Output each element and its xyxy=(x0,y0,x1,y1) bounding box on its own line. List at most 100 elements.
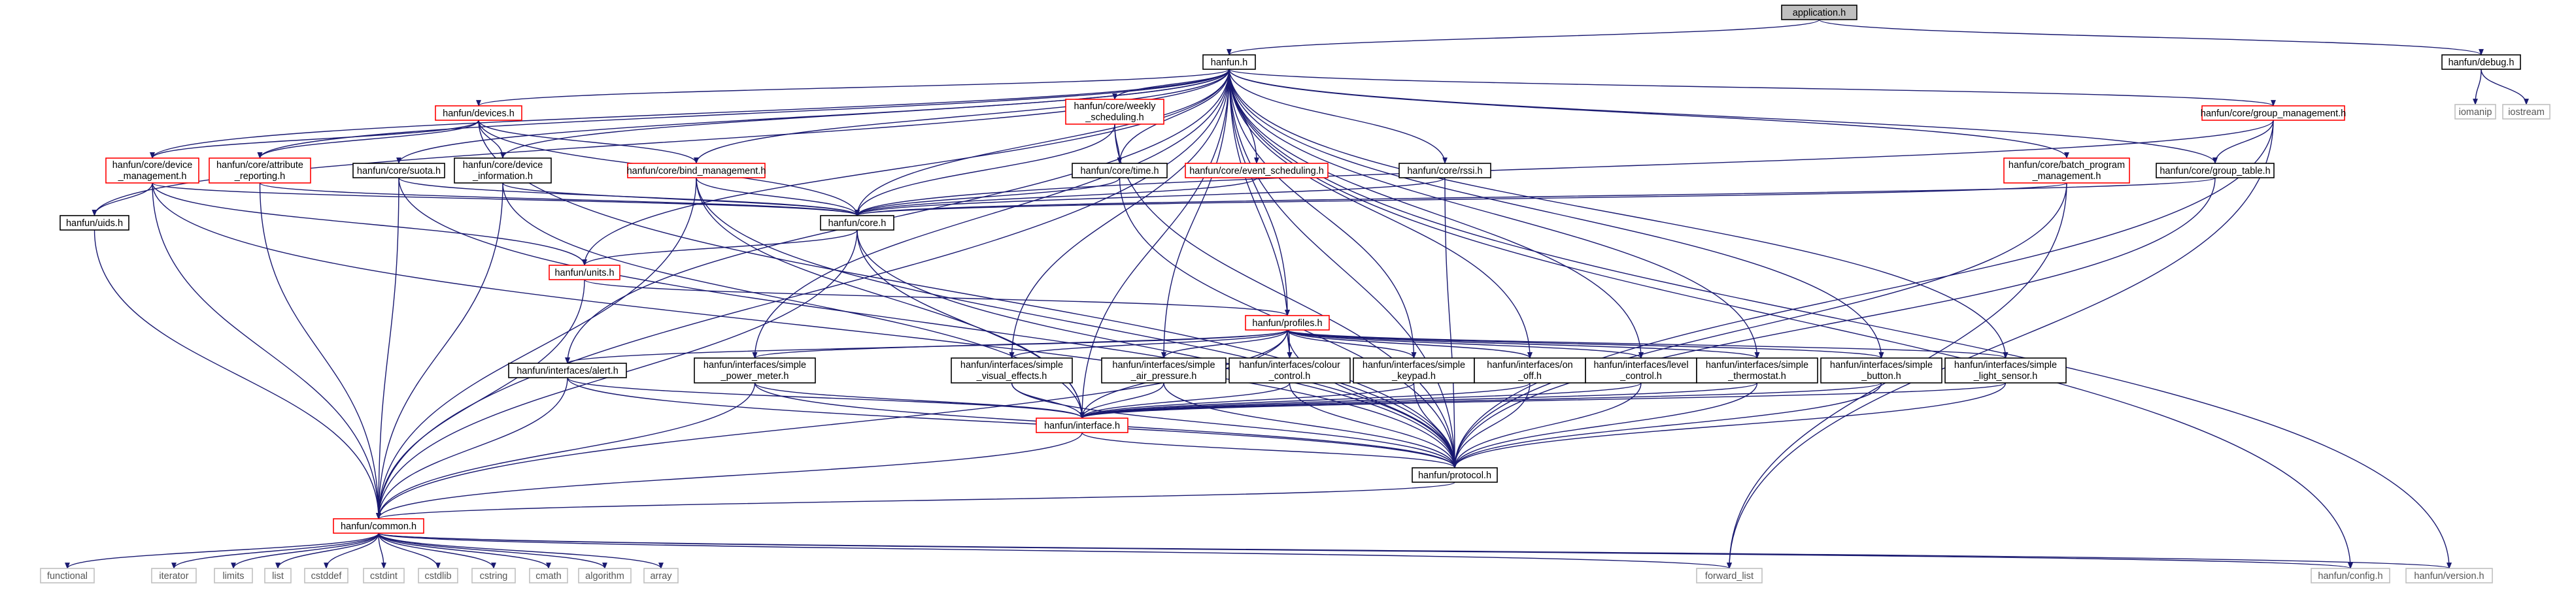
edge-application-to-debug xyxy=(1818,19,2484,56)
edge-hanfun-to-interface xyxy=(1079,69,1230,419)
node-label-group_table: hanfun/core/group_table.h xyxy=(2160,166,2270,176)
node-interface[interactable]: hanfun/interface.h xyxy=(1036,418,1128,433)
edge-group_table-to-core xyxy=(855,177,2216,216)
edge-devices-to-attr_rep xyxy=(257,120,479,159)
node-group_table[interactable]: hanfun/core/group_table.h xyxy=(2156,163,2275,178)
edge-common-to-cmath xyxy=(378,533,551,569)
node-label-device_mgmt: _management.h xyxy=(118,171,187,182)
node-uids[interactable]: hanfun/uids.h xyxy=(59,215,129,231)
node-label-keypad: _keypad.h xyxy=(1391,371,1436,382)
node-air[interactable]: hanfun/interfaces/simple_air_pressure.h xyxy=(1101,357,1227,384)
node-cstddef: cstddef xyxy=(304,568,348,583)
edge-alert-to-interface xyxy=(567,377,1085,419)
edge-time-to-core xyxy=(855,177,1121,216)
edge-light-to-protocol xyxy=(1452,382,2007,468)
node-light[interactable]: hanfun/interfaces/simple_light_sensor.h xyxy=(1944,357,2067,384)
node-common[interactable]: hanfun/common.h xyxy=(333,518,424,534)
node-units[interactable]: hanfun/units.h xyxy=(549,265,620,280)
node-group_mgmt[interactable]: hanfun/core/group_management.h xyxy=(2201,105,2347,121)
node-label-algorithm: algorithm xyxy=(585,571,624,582)
node-bind_mgmt[interactable]: hanfun/core/bind_management.h xyxy=(627,163,766,178)
node-label-device_info: hanfun/core/device xyxy=(463,160,543,171)
node-iterator: iterator xyxy=(151,568,197,583)
edge-colour-to-interface xyxy=(1079,382,1291,419)
node-label-units: hanfun/units.h xyxy=(554,268,614,278)
edge-hanfun-to-version xyxy=(1229,69,2452,569)
edge-profiles-to-visual xyxy=(1009,329,1288,359)
node-debug[interactable]: hanfun/debug.h xyxy=(2441,54,2521,70)
node-level[interactable]: hanfun/interfaces/level_control.h xyxy=(1585,357,1697,384)
node-rssi[interactable]: hanfun/core/rssi.h xyxy=(1398,163,1491,178)
edge-profiles-to-keypad xyxy=(1287,329,1417,359)
node-device_mgmt[interactable]: hanfun/core/device_management.h xyxy=(105,157,199,184)
edge-air-to-interface xyxy=(1079,382,1164,419)
node-hanfun[interactable]: hanfun.h xyxy=(1202,54,1256,70)
node-profiles[interactable]: hanfun/profiles.h xyxy=(1245,315,1330,331)
edge-common-to-cstdint xyxy=(378,533,386,569)
node-label-device_mgmt: hanfun/core/device xyxy=(112,160,193,171)
node-label-common: hanfun/common.h xyxy=(341,521,416,532)
node-label-visual: hanfun/interfaces/simple xyxy=(960,360,1063,370)
node-config: hanfun/config.h xyxy=(2311,568,2390,583)
edge-device_info-to-common xyxy=(376,182,503,519)
edge-hanfun-to-light xyxy=(1229,69,2008,359)
edge-bind_mgmt-to-core xyxy=(696,177,860,216)
edge-power_meter-to-interface xyxy=(754,382,1085,419)
edge-group_mgmt-to-core xyxy=(855,120,2274,216)
edge-suota-to-common xyxy=(376,177,399,519)
node-button[interactable]: hanfun/interfaces/simple_button.h xyxy=(1820,357,1942,384)
node-core[interactable]: hanfun/core.h xyxy=(820,215,894,231)
edge-visual-to-protocol xyxy=(1011,382,1457,468)
node-batch[interactable]: hanfun/core/batch_program_management.h xyxy=(2003,157,2130,184)
node-label-array: array xyxy=(650,571,672,582)
edge-profiles-to-air xyxy=(1161,329,1288,359)
edge-bind_mgmt-to-common xyxy=(376,177,697,519)
edge-device_mgmt-to-protocol xyxy=(152,182,1457,468)
edge-thermostat-to-protocol xyxy=(1452,382,1758,468)
node-devices[interactable]: hanfun/devices.h xyxy=(435,105,522,121)
node-label-visual: _visual_effects.h xyxy=(976,371,1047,382)
edge-debug-to-iostream xyxy=(2481,69,2529,105)
node-suota[interactable]: hanfun/core/suota.h xyxy=(352,163,445,178)
node-weekly1[interactable]: hanfun/core/weekly_scheduling.h xyxy=(1065,99,1164,125)
node-algorithm: algorithm xyxy=(578,568,632,583)
node-attr_rep[interactable]: hanfun/core/attribute_reporting.h xyxy=(209,157,311,184)
node-label-debug: hanfun/debug.h xyxy=(2449,57,2515,68)
edge-onoff-to-interface xyxy=(1079,382,1531,419)
node-visual[interactable]: hanfun/interfaces/simple_visual_effects.… xyxy=(951,357,1073,384)
node-label-onoff: hanfun/interfaces/on xyxy=(1487,360,1572,370)
edge-hanfun-to-colour xyxy=(1229,69,1293,359)
node-label-level: hanfun/interfaces/level xyxy=(1593,360,1688,370)
edge-device_mgmt-to-core xyxy=(152,182,860,216)
node-label-cstdlib: cstdlib xyxy=(424,571,451,582)
node-device_info[interactable]: hanfun/core/device_information.h xyxy=(454,157,552,184)
edge-hanfun-to-onoff xyxy=(1229,69,1533,359)
node-alert[interactable]: hanfun/interfaces/alert.h xyxy=(508,363,627,378)
edge-hanfun-to-alert xyxy=(565,69,1230,364)
node-protocol[interactable]: hanfun/protocol.h xyxy=(1412,467,1498,483)
edge-keypad-to-interface xyxy=(1079,382,1415,419)
edge-common-to-cstddef xyxy=(324,533,379,569)
node-label-list: list xyxy=(272,571,284,582)
edge-device_info-to-core xyxy=(502,182,860,216)
node-onoff[interactable]: hanfun/interfaces/on_off.h xyxy=(1474,357,1586,384)
node-label-suota: hanfun/core/suota.h xyxy=(357,166,441,176)
edge-common-to-cstdlib xyxy=(378,533,441,569)
node-label-attr_rep: _reporting.h xyxy=(234,171,285,182)
edge-bind_mgmt-to-protocol xyxy=(696,177,1457,468)
edge-group_table-to-protocol xyxy=(1452,177,2216,468)
edge-hanfun-to-group_mgmt xyxy=(1229,69,2276,107)
node-application[interactable]: application.h xyxy=(1781,5,1857,20)
node-time[interactable]: hanfun/core/time.h xyxy=(1072,163,1168,178)
node-power_meter[interactable]: hanfun/interfaces/simple_power_meter.h xyxy=(694,357,816,384)
node-keypad[interactable]: hanfun/interfaces/simple_keypad.h xyxy=(1353,357,1475,384)
node-event_sched[interactable]: hanfun/core/event_scheduling.h xyxy=(1185,163,1329,178)
node-colour[interactable]: hanfun/interfaces/colour_control.h xyxy=(1229,357,1351,384)
node-thermostat[interactable]: hanfun/interfaces/simple_thermostat.h xyxy=(1696,357,1818,384)
edge-hanfun-to-group_table xyxy=(1229,69,2218,164)
node-label-version: hanfun/version.h xyxy=(2414,571,2484,582)
node-array: array xyxy=(643,568,679,583)
edge-hanfun-to-uids xyxy=(92,69,1230,216)
edge-attr_rep-to-core xyxy=(259,182,860,216)
